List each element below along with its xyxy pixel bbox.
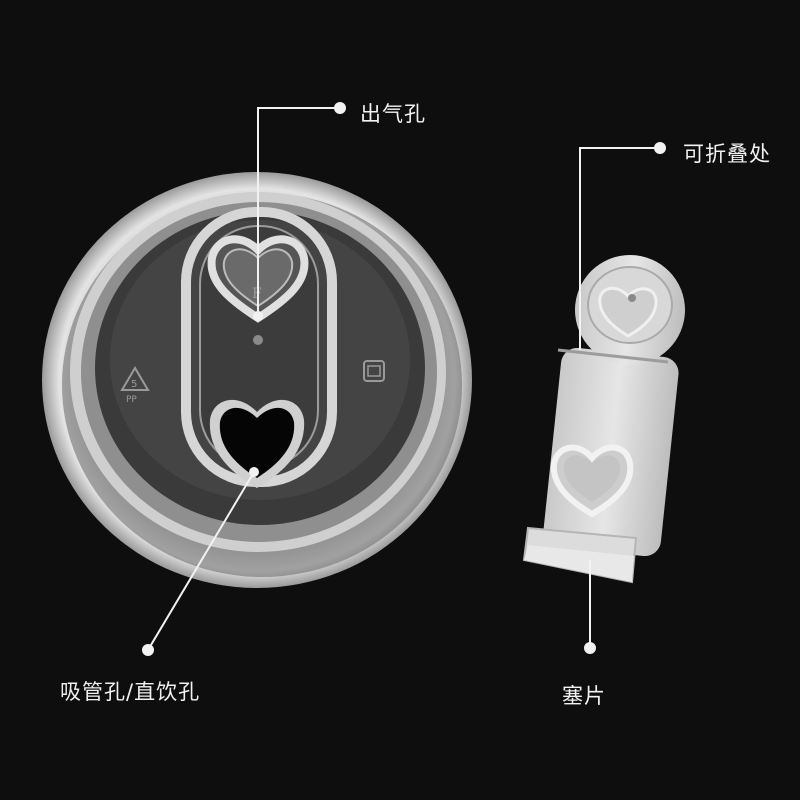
- vent-hole-leader: [257, 107, 340, 316]
- plug-piece: [522, 255, 685, 584]
- foldable-part-label: 可折叠处: [683, 142, 771, 166]
- straw-hole-label: 吸管孔/直饮孔: [60, 680, 201, 704]
- callout-lines: [142, 102, 666, 656]
- vent-hole-dot: [253, 335, 263, 345]
- vent-hole-target-dot: [253, 311, 263, 321]
- recycle-symbol: 5 PP: [120, 366, 150, 405]
- plug-heart-inner: [563, 455, 621, 502]
- recycle-number: 5: [131, 379, 137, 390]
- recycle-triangle-icon: [120, 366, 150, 391]
- plug-tab-edge: [524, 545, 634, 582]
- plug-top-heart-icon: [598, 286, 658, 338]
- straw-hole-leader: [147, 471, 255, 651]
- plug-label: 塞片: [562, 684, 606, 708]
- plug-top-dot: [628, 294, 636, 302]
- plug-fold-line: [557, 348, 669, 364]
- plug-leader-dot: [584, 642, 596, 654]
- straw-hole-target-dot: [249, 467, 259, 477]
- vent-hole-label: 出气孔: [360, 102, 426, 126]
- vent-hole-leader-dot: [334, 102, 346, 114]
- recycle-material: PP: [126, 395, 137, 405]
- recycle-loop-icon: [363, 360, 385, 382]
- straw-hole-heart: [219, 407, 295, 478]
- cup-lid: F 5 PP: [42, 172, 472, 588]
- straw-hole-leader-dot: [142, 644, 154, 656]
- fold-leader: [579, 147, 660, 350]
- fold-leader-dot: [654, 142, 666, 154]
